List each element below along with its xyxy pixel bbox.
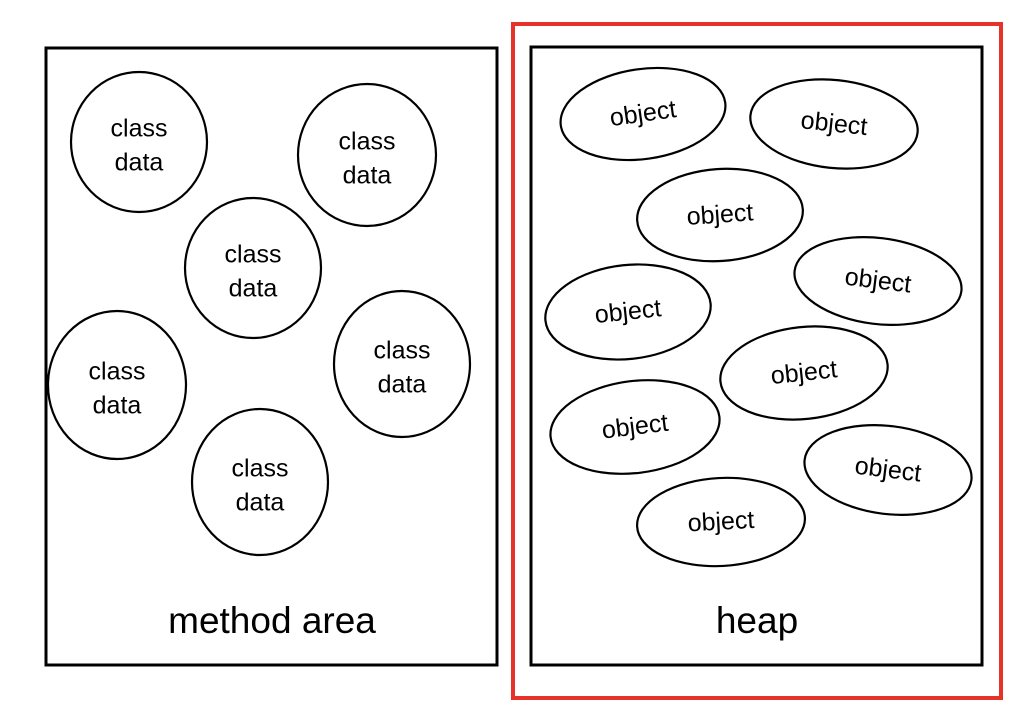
heap-nodes: object object object object object objec… [541,58,976,571]
class-data-node[interactable]: class data [69,70,209,214]
object-ellipse [544,263,712,361]
object-ellipse [793,236,963,326]
object-ellipse [636,167,804,263]
class-data-ellipse [69,70,209,214]
class-data-label-line1: class [339,128,396,156]
class-data-ellipse [296,82,438,228]
class-data-label-line1: class [225,241,282,269]
object-node[interactable]: object [716,318,893,427]
object-node[interactable]: object [799,416,976,524]
heap-caption: heap [716,600,798,641]
class-data-label-line1: class [374,337,431,365]
object-node[interactable]: object [746,71,922,176]
object-label: object [799,106,868,141]
object-label: object [769,355,838,390]
class-data-ellipse [183,196,323,340]
object-ellipse [719,325,889,421]
object-node[interactable]: object [555,58,732,170]
object-node[interactable]: object [634,163,806,266]
object-node[interactable]: object [789,228,966,334]
class-data-label-line1: class [89,358,146,386]
class-data-node[interactable]: class data [332,289,472,439]
object-ellipse [559,66,727,162]
class-data-ellipse [46,309,188,461]
class-data-node[interactable]: class data [190,407,330,557]
object-label: object [686,198,755,231]
class-data-node[interactable]: class data [183,196,323,340]
object-label: object [687,506,755,537]
object-ellipse [803,424,973,516]
class-data-ellipse [332,289,472,439]
class-data-label-line2: data [229,275,278,303]
class-data-node[interactable]: class data [46,309,188,461]
object-node[interactable]: object [635,474,807,571]
method-area-caption: method area [168,600,376,641]
object-ellipse [549,379,721,475]
object-ellipse [635,476,807,568]
class-data-label-line2: data [378,371,427,399]
object-ellipse [749,78,919,170]
method-area-nodes: class data class data class data class d… [46,70,472,557]
class-data-label-line2: data [115,149,164,177]
class-data-label-line2: data [343,162,392,190]
class-data-label-line2: data [93,392,142,420]
object-label: object [593,294,662,329]
class-data-node[interactable]: class data [296,82,438,228]
heap-highlight-frame [511,22,1003,700]
class-data-label-line2: data [236,489,285,517]
class-data-label-line1: class [111,115,168,143]
object-node[interactable]: object [545,371,725,483]
object-node[interactable]: object [541,257,716,368]
class-data-label-line1: class [232,455,289,483]
class-data-ellipse [190,407,330,557]
